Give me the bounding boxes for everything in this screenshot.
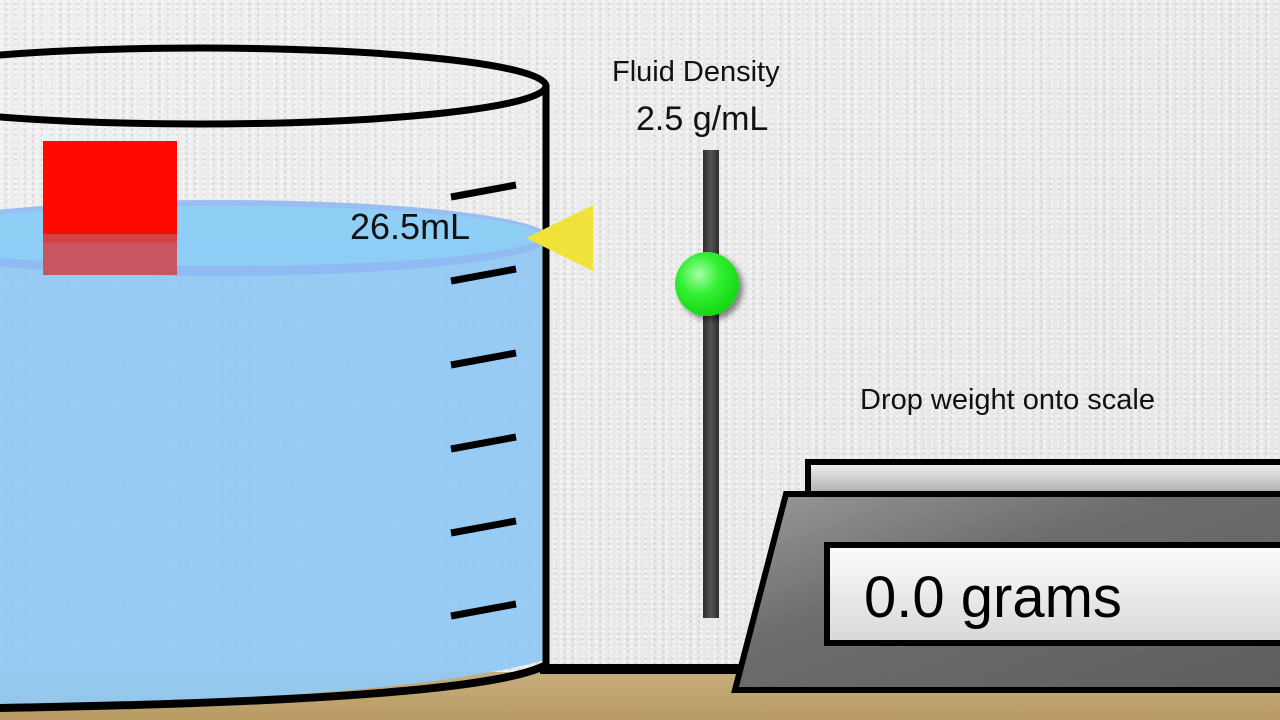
density-slider-knob[interactable] [675, 252, 739, 316]
scale-display: 0.0 grams [824, 542, 1280, 646]
beaker-ticks [450, 181, 517, 620]
fluid-density-title: Fluid Density [612, 56, 780, 88]
floor-edge [540, 664, 760, 674]
beaker-outline [0, 44, 550, 712]
scale-reading: 0.0 grams [864, 565, 1122, 630]
red-block[interactable] [43, 141, 177, 275]
volume-indicator-arrow [526, 205, 593, 271]
fluid-density-value: 2.5 g/mL [636, 100, 769, 138]
scale-instruction: Drop weight onto scale [860, 384, 1155, 416]
beaker-volume-label: 26.5mL [350, 206, 471, 247]
density-slider-track[interactable] [703, 150, 719, 618]
